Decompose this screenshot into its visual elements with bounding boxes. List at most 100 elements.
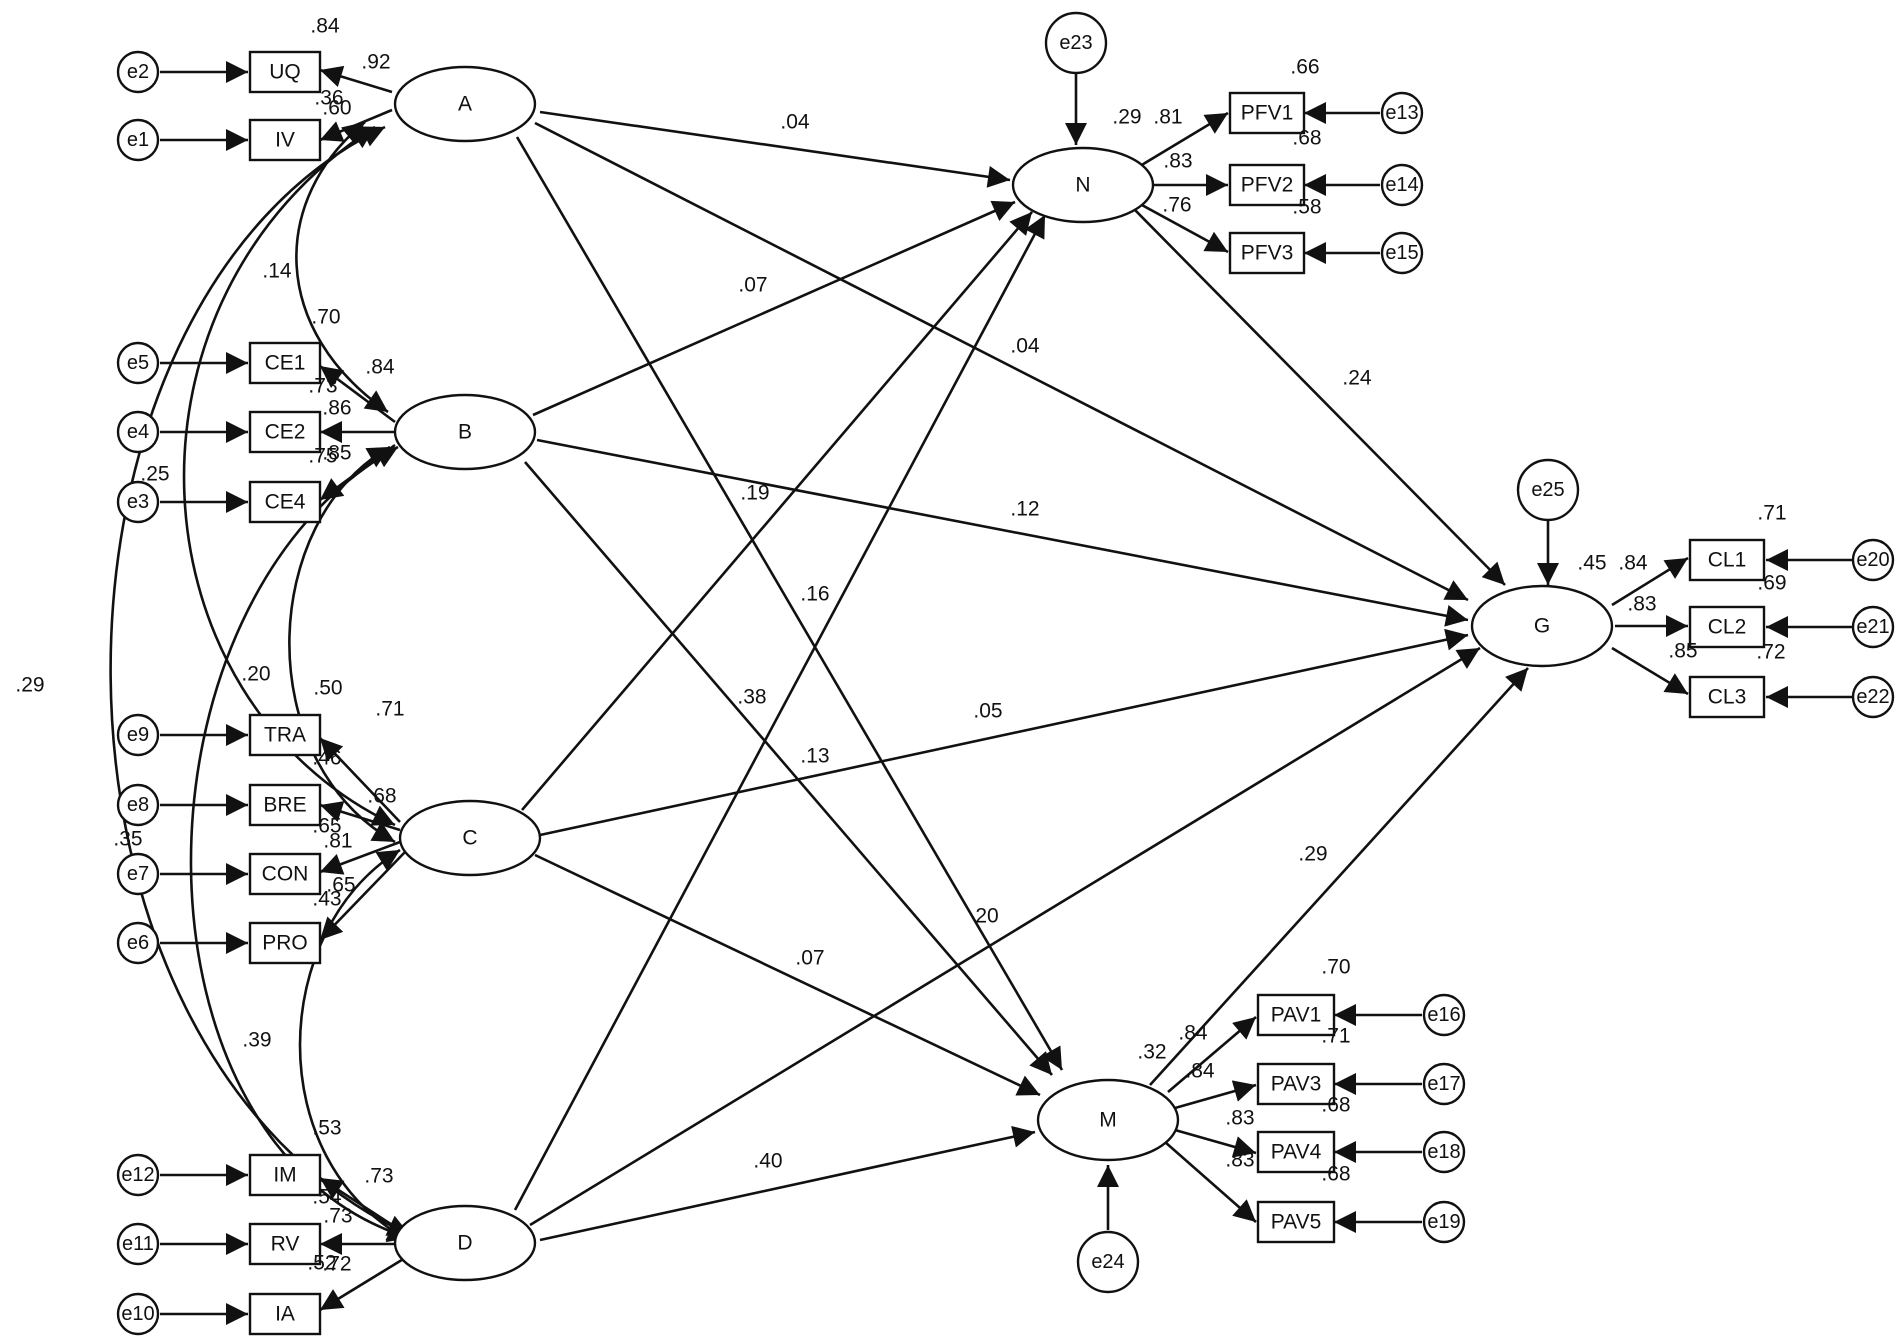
latent-a: A: [393, 65, 537, 143]
value-pfv1-r2: .66: [1290, 56, 1319, 79]
error-e5-label: e5: [127, 352, 149, 374]
error-e17-label: e17: [1427, 1073, 1460, 1095]
corr-c-d: [298, 848, 411, 1243]
load-m-pav1: [1167, 1016, 1257, 1093]
path-b-to-m: [524, 461, 1053, 1076]
coef-corr-b-d: .35: [113, 828, 142, 851]
error-terms: e2 e1 e5 e4 e3 e9 e8 e7 e6 e12 e11 e10 e…: [116, 11, 1895, 1336]
value-b-ce4: .85: [322, 442, 351, 465]
coef-d-n: .13: [800, 745, 829, 768]
value-bre-r2: .46: [312, 747, 341, 770]
error-e23-label: e23: [1059, 32, 1092, 54]
path-m-to-g: [1149, 667, 1529, 1086]
value-g-r2: .45: [1577, 552, 1606, 575]
load-b-ce4: [319, 443, 396, 502]
value-g-cl3: .85: [1668, 640, 1697, 663]
error-e8-label: e8: [127, 794, 149, 816]
error-e4-label: e4: [127, 421, 149, 443]
error-e2-label: e2: [127, 61, 149, 83]
error-e13: e13: [1380, 91, 1424, 135]
value-iv-r2: .36: [314, 87, 343, 110]
error-e12: e12: [116, 1153, 160, 1197]
latent-b-label: B: [458, 421, 472, 444]
value-con-r2: .65: [312, 815, 341, 838]
indicator-iv: IV: [248, 118, 322, 162]
latent-c: C: [398, 799, 542, 877]
load-b-ce1: [319, 364, 396, 424]
error-e25-label: e25: [1531, 479, 1564, 501]
error-e3: e3: [116, 480, 160, 524]
indicator-cl2: CL2: [1688, 605, 1766, 649]
error-e9: e9: [116, 713, 160, 757]
indicator-cl1: CL1: [1688, 538, 1766, 582]
value-g-cl2: .83: [1627, 593, 1656, 616]
indicator-bre: BRE: [248, 783, 322, 827]
structural-paths: [513, 110, 1529, 1242]
indicator-uq: UQ: [248, 50, 322, 94]
indicator-pav3: PAV3: [1256, 1062, 1336, 1106]
error-e7: e7: [116, 852, 160, 896]
coef-corr-b-c: .20: [241, 663, 270, 686]
error-e22: e22: [1851, 675, 1895, 719]
indicator-pfv1-label: PFV1: [1241, 102, 1294, 125]
error-e13-label: e13: [1385, 102, 1418, 124]
path-c-to-m: [534, 853, 1041, 1097]
value-n-pfv3: .76: [1162, 194, 1191, 217]
path-coefficients: .04 .04 .16 .07 .12 .38 .19 .05 .07 .13 …: [737, 111, 1372, 1173]
coef-corr-c-d: .39: [242, 1029, 271, 1052]
measurement-arrows: [160, 61, 1852, 1325]
error-e5: e5: [116, 341, 160, 385]
latent-n-label: N: [1075, 174, 1090, 197]
indicator-ia: IA: [248, 1292, 322, 1336]
load-d-im: [319, 1176, 401, 1232]
value-d-ia: .72: [322, 1253, 351, 1276]
value-ia-r2: .52: [307, 1252, 336, 1275]
value-c-pro: .65: [326, 874, 355, 897]
indicator-cl1-label: CL1: [1708, 549, 1747, 572]
path-c-to-g: [539, 628, 1469, 837]
value-b-ce1: .84: [365, 356, 395, 379]
path-a-to-g: [534, 121, 1469, 602]
indicator-pro: PRO: [248, 921, 322, 965]
indicator-cl3-label: CL3: [1708, 686, 1747, 709]
coef-c-g: .05: [973, 700, 1002, 723]
latent-variables: A B C D N M G: [393, 65, 1614, 1282]
load-d-ia: [319, 1256, 406, 1312]
indicator-tra: TRA: [248, 713, 322, 757]
error-e21: e21: [1851, 605, 1895, 649]
value-m-pav3: .84: [1185, 1060, 1215, 1083]
value-a-iv: .60: [322, 97, 351, 120]
coef-a-n: .04: [780, 111, 810, 134]
error-e16-label: e16: [1427, 1004, 1460, 1026]
value-pfv2-r2: .68: [1292, 127, 1321, 150]
value-ce1-r2: .70: [311, 306, 340, 329]
load-c-con: [319, 840, 401, 875]
indicator-con-label: CON: [262, 863, 309, 886]
error-e9-label: e9: [127, 724, 149, 746]
indicator-cl2-label: CL2: [1708, 616, 1747, 639]
error-e19: e19: [1422, 1200, 1466, 1244]
value-m-r2: .32: [1137, 1041, 1166, 1064]
latent-m: M: [1036, 1078, 1180, 1162]
value-pro-r2: .43: [312, 888, 341, 911]
error-e11-label: e11: [122, 1233, 154, 1255]
value-ce4-r2: .75: [308, 445, 337, 468]
error-e22-label: e22: [1856, 686, 1889, 708]
indicator-pav3-label: PAV3: [1271, 1073, 1322, 1096]
value-g-cl1: .84: [1618, 552, 1648, 575]
indicator-bre-label: BRE: [263, 794, 306, 817]
indicator-pav1: PAV1: [1256, 993, 1336, 1037]
coef-corr-a-b: .14: [262, 260, 292, 283]
indicator-cl3: CL3: [1688, 675, 1766, 719]
error-e1: e1: [116, 118, 160, 162]
indicator-iv-label: IV: [275, 129, 295, 152]
indicator-pav1-label: PAV1: [1271, 1004, 1322, 1027]
error-e6: e6: [116, 921, 160, 965]
correlation-coefficients: .14 .25 .29 .20 .35 .39: [15, 260, 292, 1052]
path-c-to-n: [521, 211, 1033, 811]
value-c-tra: .71: [375, 698, 404, 721]
error-e8: e8: [116, 783, 160, 827]
error-e23: e23: [1044, 11, 1108, 75]
latent-d-label: D: [457, 1232, 472, 1255]
corr-a-b: [295, 120, 389, 414]
